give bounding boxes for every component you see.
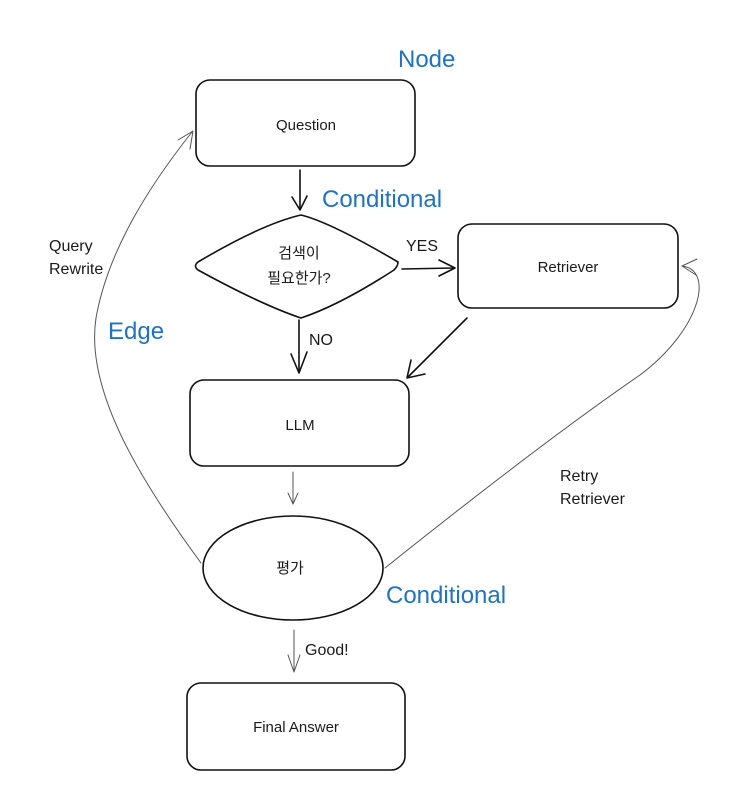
edge-label-retry-retriever-line2: Retriever [560,491,626,508]
decision-node[interactable]: 검색이 필요한가? [194,214,399,319]
edge-evaluate-to-final [287,629,301,673]
decision-node-label-line2: 필요한가? [267,270,331,287]
edge-decision-to-retriever [401,259,456,277]
retriever-node-label: Retriever [538,259,599,276]
edge-label-no: NO [309,332,333,349]
edge-llm-to-evaluate [287,471,299,505]
annotation-node: Node [398,46,455,73]
edge-label-query-rewrite-line1: Query [49,238,93,255]
edge-label-query-rewrite-line2: Rewrite [49,261,103,278]
llm-node[interactable]: LLM [189,379,410,467]
evaluate-node-label: 평가 [276,560,304,577]
evaluate-node[interactable]: 평가 [202,515,384,621]
annotation-edge: Edge [108,318,164,345]
retriever-node[interactable]: Retriever [457,223,679,309]
edge-question-to-decision [291,169,308,211]
edge-retry-retriever-loop [384,258,700,569]
annotation-conditional-top: Conditional [322,186,442,213]
question-node[interactable]: Question [195,79,416,167]
question-node-label: Question [276,117,336,134]
llm-node-label: LLM [285,417,314,434]
edge-decision-to-llm [290,319,308,374]
edge-retriever-to-llm [406,317,468,379]
edge-query-rewrite-loop [94,130,202,564]
decision-node-label-line1: 검색이 [278,245,319,262]
annotation-conditional-bottom: Conditional [386,582,506,609]
edge-label-retry-retriever-line1: Retry [560,468,598,485]
final-answer-node[interactable]: Final Answer [186,682,406,771]
edge-label-yes: YES [406,238,438,255]
edge-label-good: Good! [305,642,349,659]
final-answer-node-label: Final Answer [253,719,339,736]
